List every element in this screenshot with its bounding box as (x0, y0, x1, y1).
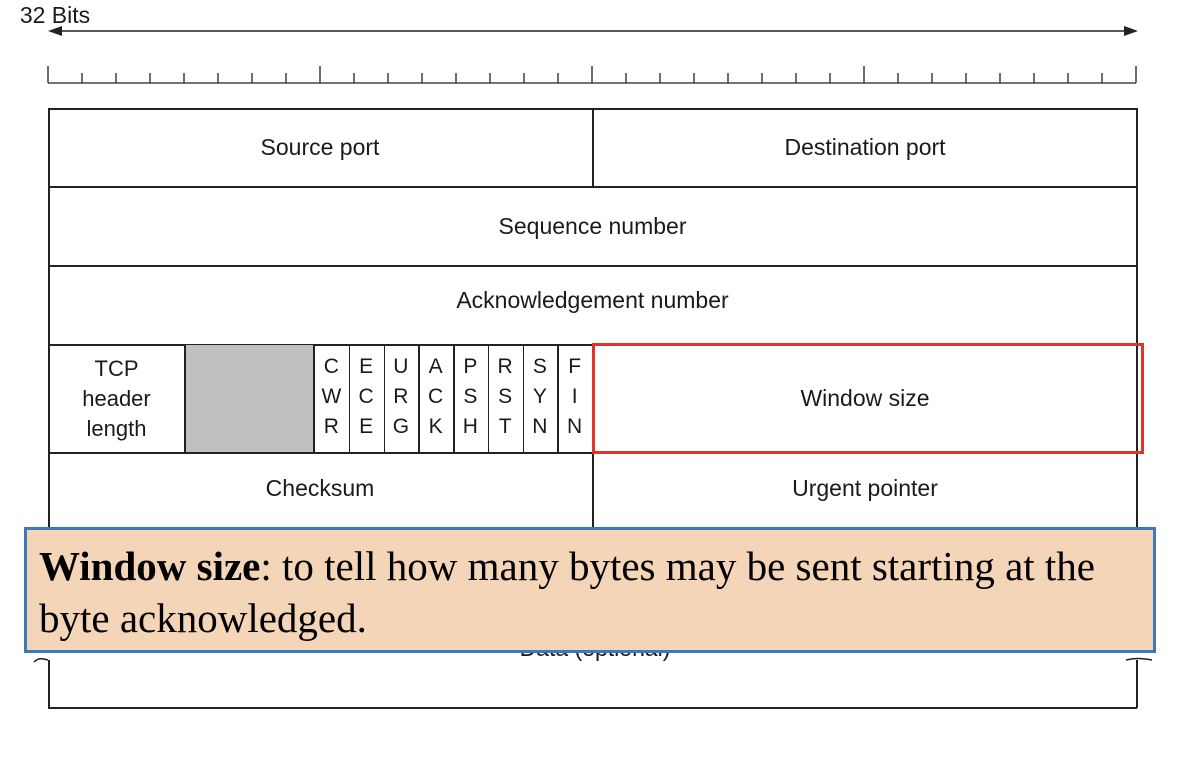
flag-letter: U (393, 355, 409, 378)
flag-letter: C (323, 355, 339, 378)
grid-line (1136, 660, 1138, 708)
window-size-field: Window size (800, 385, 930, 411)
grid-line (1136, 108, 1138, 528)
flag-letter: C (428, 385, 444, 408)
grid-line (184, 344, 186, 453)
grid-line (48, 265, 1137, 267)
flag-letter: E (359, 355, 374, 378)
flag-letter: P (463, 355, 478, 378)
flag-letter: N (532, 415, 548, 438)
source-port-field: Source port (260, 133, 380, 160)
checksum-field: Checksum (265, 474, 375, 501)
window-size-callout: Window size: to tell how many bytes may … (24, 527, 1156, 653)
bit-width-arrow (47, 26, 1138, 84)
flag-letter: C (358, 385, 374, 408)
flag-letter: H (462, 415, 478, 438)
window-size-highlight (592, 343, 1144, 454)
flag-letter: N (567, 415, 583, 438)
urgent-pointer-field: Urgent pointer (792, 474, 938, 501)
header-length-line: TCP (94, 355, 139, 381)
flag-divider (487, 344, 490, 453)
callout-description: : to tell how many bytes may be sent sta… (39, 543, 1095, 641)
flag-letter: R (497, 355, 513, 378)
width-label: 32 Bits (0, 0, 110, 30)
bit-ruler (47, 66, 1137, 84)
flag-letter: I (571, 385, 578, 408)
sequence-number-field: Sequence number (498, 212, 687, 239)
reserved-field (186, 345, 313, 452)
flag-letter: E (359, 415, 374, 438)
flag-letter: W (321, 385, 342, 408)
header-length-field: TCP header length (49, 345, 184, 452)
flag-divider (418, 344, 420, 453)
header-length-line: header (82, 385, 151, 411)
flag-divider (522, 344, 524, 453)
grid-line (48, 707, 1137, 709)
header-length-line: length (86, 415, 147, 441)
break-mark-left (33, 657, 49, 663)
flag-letter: G (392, 415, 410, 438)
grid-line (313, 344, 315, 453)
flag-letter: R (393, 385, 409, 408)
flag-divider (557, 344, 559, 453)
grid-line (592, 108, 594, 187)
callout-term: Window size (39, 543, 261, 589)
flag-letter: K (428, 415, 443, 438)
flag-letter: S (463, 385, 478, 408)
flag-letter: S (532, 355, 547, 378)
flag-letter: A (428, 355, 443, 378)
flag-letter: T (498, 415, 512, 438)
flag-letter: F (568, 355, 582, 378)
flag-divider (383, 344, 385, 453)
destination-port-field: Destination port (784, 133, 946, 160)
grid-line (48, 108, 50, 528)
grid-line (48, 660, 50, 708)
ack-number-field: Acknowledgement number (456, 286, 729, 313)
flag-letter: Y (532, 385, 547, 408)
flag-letter: S (498, 385, 513, 408)
break-mark-right (1125, 657, 1153, 661)
flag-letter: R (323, 415, 339, 438)
flag-divider (348, 344, 351, 453)
flag-divider (453, 344, 455, 453)
